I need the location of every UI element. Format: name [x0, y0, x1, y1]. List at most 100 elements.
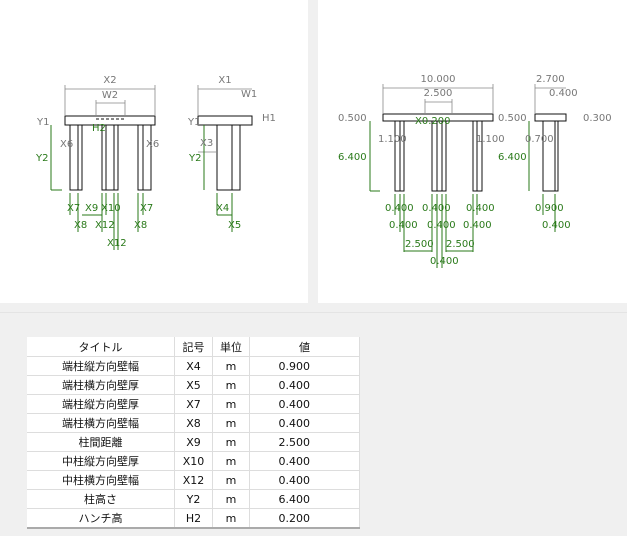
cell-value[interactable]: 2.500	[249, 432, 360, 452]
dim-label: X4	[216, 203, 229, 214]
dim-label: X6	[146, 139, 159, 150]
cell-unit[interactable]: m	[212, 375, 250, 395]
dim-label: X9	[85, 203, 98, 214]
header-unit: 単位	[212, 337, 250, 357]
dim-label: 0.400	[430, 256, 459, 267]
dim-label: 0.500	[498, 113, 527, 124]
dim-label: X7	[140, 203, 153, 214]
cell-title[interactable]: 端柱横方向壁幅	[27, 413, 175, 433]
cell-title[interactable]: 端柱縦方向壁幅	[27, 356, 175, 376]
cell-value[interactable]: 0.200	[249, 508, 360, 529]
cell-title[interactable]: 端柱横方向壁厚	[27, 375, 175, 395]
cell-unit[interactable]: m	[212, 489, 250, 509]
dim-label: Y2	[188, 153, 201, 164]
symbol-diagram: X2 W2 Y1 Y2 X6 X6 H2 X7 X9 X10 X7 X8 X12…	[35, 75, 276, 250]
dim-label: 2.500	[424, 88, 453, 99]
dim-label: 1.100	[378, 134, 407, 145]
dim-label: 2.700	[536, 74, 565, 85]
dim-label: X8	[74, 220, 87, 231]
cell-title[interactable]: ハンチ高	[27, 508, 175, 529]
cell-unit[interactable]: m	[212, 470, 250, 490]
value-diagram: 10.000 2.500 2.700 0.400 0.500 X0.200 0.…	[338, 74, 612, 268]
dim-label: W1	[241, 89, 257, 100]
dim-label: X2	[103, 75, 116, 86]
cell-value[interactable]: 0.400	[249, 451, 360, 471]
dim-label: X3	[200, 138, 213, 149]
table-header: タイトル 記号 単位 値	[27, 337, 360, 357]
dim-label: 2.500	[405, 239, 434, 250]
cell-symbol[interactable]: X12	[174, 470, 213, 490]
cell-symbol[interactable]: X8	[174, 413, 213, 433]
dim-label: X8	[134, 220, 147, 231]
cell-symbol[interactable]: X4	[174, 356, 213, 376]
dim-label: 0.700	[525, 134, 554, 145]
dim-label: 0.300	[583, 113, 612, 124]
dim-label: H1	[262, 113, 276, 124]
cell-unit[interactable]: m	[212, 394, 250, 414]
cell-symbol[interactable]: X10	[174, 451, 213, 471]
header-value: 値	[249, 337, 360, 357]
cell-unit[interactable]: m	[212, 508, 250, 529]
dim-label: 0.400	[466, 203, 495, 214]
dim-label: W2	[102, 90, 118, 101]
dim-label: X10	[101, 203, 121, 214]
dim-label: X7	[67, 203, 80, 214]
dim-label: X1	[218, 75, 231, 86]
cell-value[interactable]: 0.900	[249, 356, 360, 376]
dim-label: X12	[95, 220, 115, 231]
cell-unit[interactable]: m	[212, 356, 250, 376]
symbol-diagram-panel: X2 W2 Y1 Y2 X6 X6 H2 X7 X9 X10 X7 X8 X12…	[0, 0, 308, 303]
cell-value[interactable]: 0.400	[249, 413, 360, 433]
cell-title[interactable]: 柱高さ	[27, 489, 175, 509]
cell-value[interactable]: 0.400	[249, 375, 360, 395]
dim-label: 0.400	[463, 220, 492, 231]
dim-label: X6	[60, 139, 73, 150]
dim-label: 6.400	[498, 152, 527, 163]
cell-symbol[interactable]: Y2	[174, 489, 213, 509]
cell-unit[interactable]: m	[212, 451, 250, 471]
value-diagram-panel: 10.000 2.500 2.700 0.400 0.500 X0.200 0.…	[318, 0, 627, 303]
cell-title[interactable]: 柱間距離	[27, 432, 175, 452]
cell-unit[interactable]: m	[212, 432, 250, 452]
dim-label: 0.400	[542, 220, 571, 231]
cell-value[interactable]: 0.400	[249, 470, 360, 490]
header-title: タイトル	[27, 337, 175, 357]
dim-label: 0.400	[427, 220, 456, 231]
dim-label: H2	[92, 123, 106, 134]
header-symbol: 記号	[174, 337, 213, 357]
cell-symbol[interactable]: H2	[174, 508, 213, 529]
cell-value[interactable]: 0.400	[249, 394, 360, 414]
cell-title[interactable]: 中柱縦方向壁厚	[27, 451, 175, 471]
dim-label: 0.400	[385, 203, 414, 214]
dim-label: 0.400	[422, 203, 451, 214]
dim-label: 0.500	[338, 113, 367, 124]
dim-label: X5	[228, 220, 241, 231]
dim-label: 0.900	[535, 203, 564, 214]
cell-value[interactable]: 6.400	[249, 489, 360, 509]
dim-label: 1.100	[476, 134, 505, 145]
cell-title[interactable]: 中柱横方向壁幅	[27, 470, 175, 490]
cell-symbol[interactable]: X7	[174, 394, 213, 414]
dim-label: Y2	[35, 153, 48, 164]
dim-label: Y1	[36, 117, 49, 128]
cell-unit[interactable]: m	[212, 413, 250, 433]
cell-title[interactable]: 端柱縦方向壁厚	[27, 394, 175, 414]
cell-symbol[interactable]: X9	[174, 432, 213, 452]
dim-label: 0.400	[389, 220, 418, 231]
dim-label: X0.200	[415, 116, 450, 127]
dim-label: 6.400	[338, 152, 367, 163]
dim-label: X12	[107, 238, 127, 249]
dim-label: 10.000	[421, 74, 456, 85]
dim-label: 0.400	[549, 88, 578, 99]
cell-symbol[interactable]: X5	[174, 375, 213, 395]
